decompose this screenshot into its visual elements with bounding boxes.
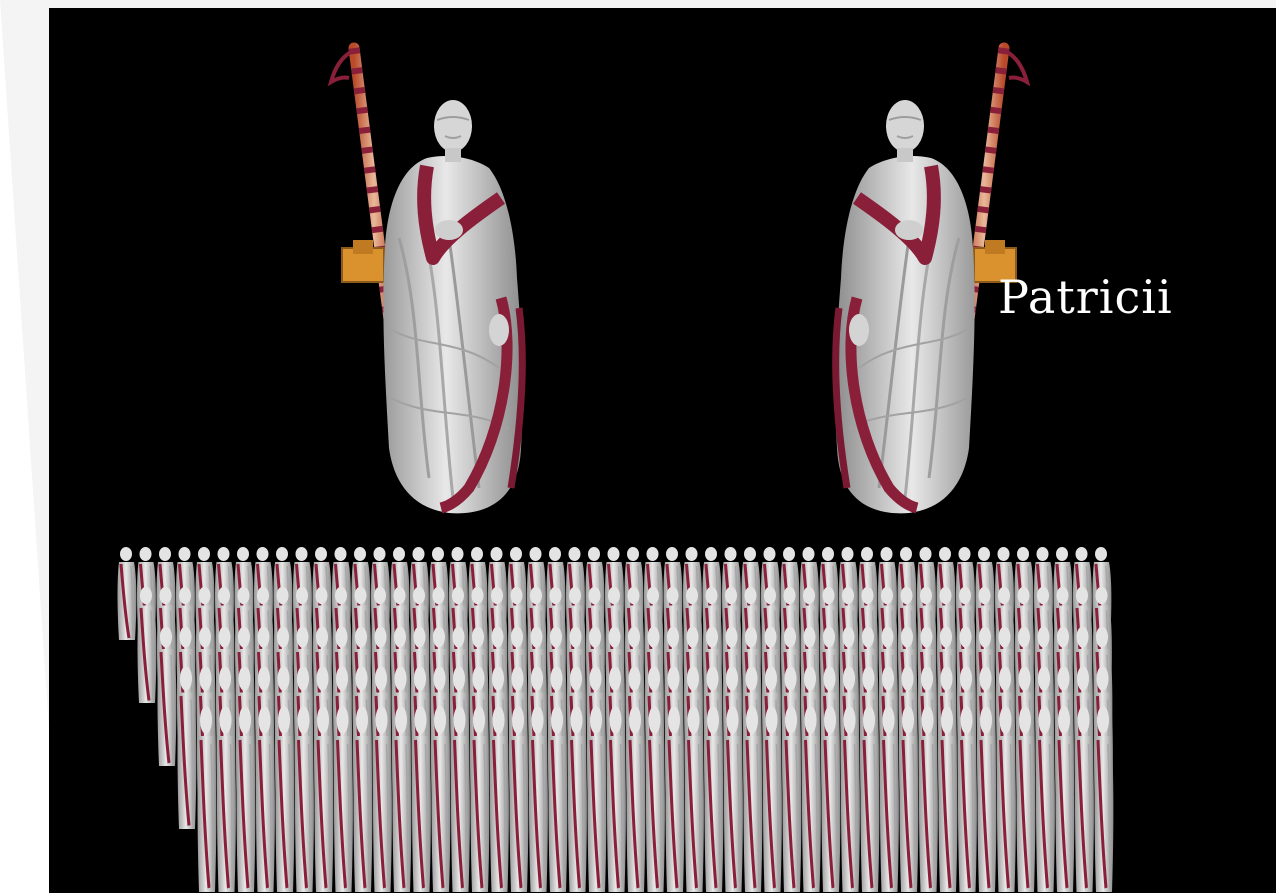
crowd-statue bbox=[118, 547, 137, 640]
statue-left bbox=[331, 48, 523, 513]
presentation-slide: Patricii bbox=[49, 8, 1276, 893]
statue-illustration bbox=[49, 8, 1276, 893]
statue-crowd bbox=[118, 547, 1114, 892]
slide-title: Patricii bbox=[998, 270, 1173, 324]
